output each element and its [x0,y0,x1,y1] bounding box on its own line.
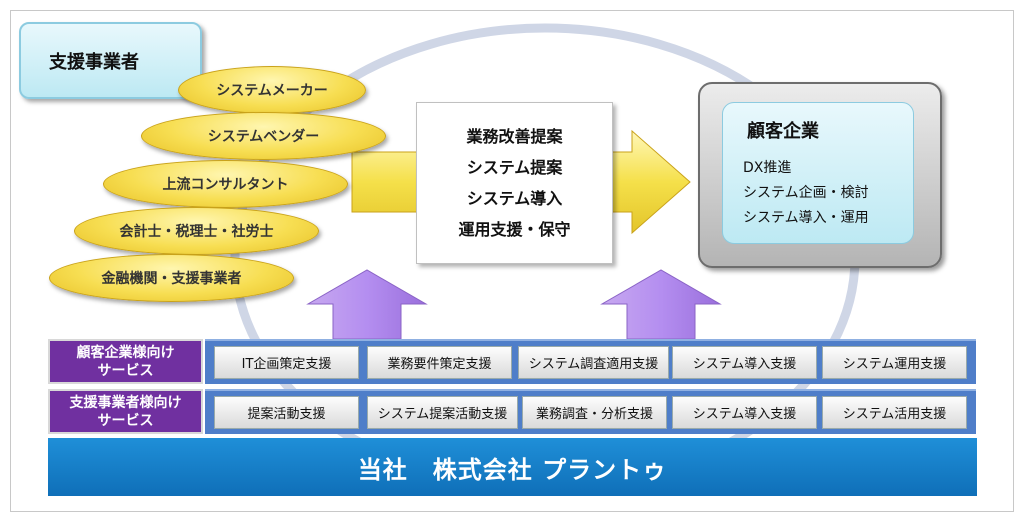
client-item: DX推進 [743,160,792,176]
row-label-line: サービス [97,362,154,379]
provider-label: システムメーカー [216,83,328,99]
provider-label: 会計士・税理士・社労士 [119,224,274,240]
service-box: システム活用支援 [822,396,967,429]
proposal-box: 業務改善提案 システム提案 システム導入 運用支援・保守 [416,102,613,264]
row-band-provider-services: 提案活動支援 システム提案活動支援 業務調査・分析支援 システム導入支援 システ… [205,389,976,434]
row-label-provider-services: 支援事業者様向け サービス [48,389,203,434]
company-name: 当社 株式会社 プラントゥ [357,455,668,484]
proposal-item: システム提案 [466,158,563,177]
row-label-line: 顧客企業様向け [76,344,175,361]
row-label-client-services: 顧客企業様向け サービス [48,339,203,384]
service-box: システム調査適用支援 [518,346,669,379]
row-label-line: 支援事業者様向け [69,394,182,411]
service-box: システム導入支援 [672,396,817,429]
support-providers-title: 支援事業者 [49,51,139,73]
service-box: システム導入支援 [672,346,817,379]
service-box: 業務要件策定支援 [367,346,512,379]
purple-arrow-right [600,269,722,340]
provider-oval: 上流コンサルタント [103,160,348,208]
client-company-title: 顧客企業 [747,121,819,142]
support-providers-box: 支援事業者 [19,22,202,99]
provider-oval: システムメーカー [178,66,366,114]
service-box: システム提案活動支援 [367,396,518,429]
proposal-item: 運用支援・保守 [458,220,571,239]
row-label-line: サービス [97,412,154,429]
proposal-item: 業務改善提案 [466,127,563,146]
purple-arrow-left [306,269,428,340]
row-band-client-services: IT企画策定支援 業務要件策定支援 システム調査適用支援 システム導入支援 シス… [205,339,976,384]
service-box: IT企画策定支援 [214,346,359,379]
client-company-box: 顧客企業 DX推進 システム企画・検討 システム導入・運用 [698,82,942,268]
client-company-panel: 顧客企業 DX推進 システム企画・検討 システム導入・運用 [722,102,914,244]
client-item: システム企画・検討 [743,185,869,201]
service-box: 業務調査・分析支援 [522,396,667,429]
provider-label: システムベンダー [207,129,320,145]
provider-oval: 金融機関・支援事業者 [49,254,294,302]
company-banner: 当社 株式会社 プラントゥ [48,438,977,496]
service-box: 提案活動支援 [214,396,359,429]
service-box: システム運用支援 [822,346,967,379]
provider-label: 金融機関・支援事業者 [101,271,242,287]
provider-label: 上流コンサルタント [162,177,289,193]
provider-oval: システムベンダー [141,112,386,160]
client-item: システム導入・運用 [743,210,869,226]
proposal-item: システム導入 [466,189,563,208]
provider-oval: 会計士・税理士・社労士 [74,207,319,255]
